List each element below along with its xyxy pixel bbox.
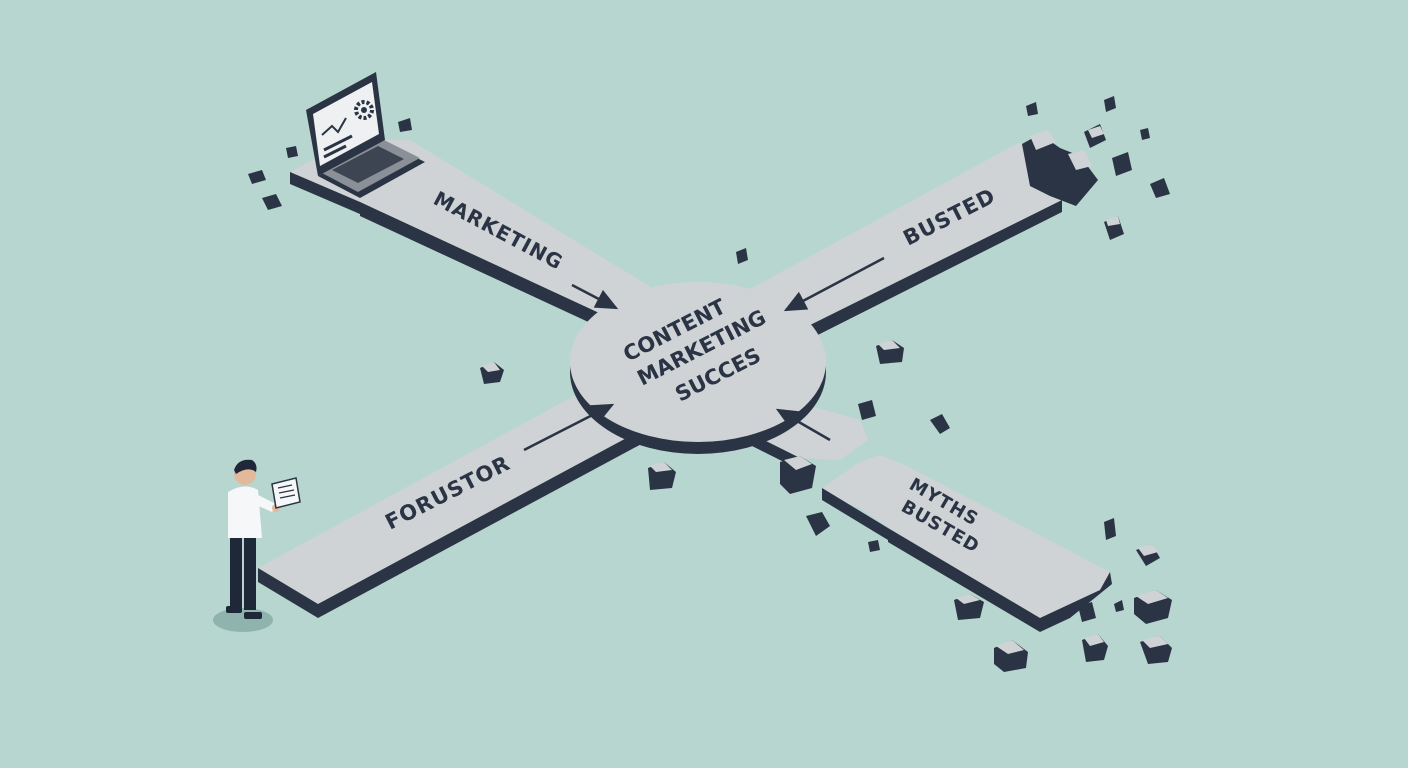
road-bottom-right [740,400,1112,632]
arrow-from-myths [775,408,831,442]
arrow-from-busted [783,256,885,312]
road-top-left [290,140,680,346]
road-top-right [730,142,1062,349]
arrow-from-marketing [571,283,619,310]
person-holding-document [213,459,301,632]
road-bottom-left [258,382,660,618]
central-hub [570,282,826,454]
arrow-from-forustor [523,403,615,452]
laptop-with-chart-and-gear-icon [306,72,425,198]
broken-rock-fragments [248,96,1172,672]
direction-arrows [523,256,885,452]
gear-icon [354,100,374,120]
